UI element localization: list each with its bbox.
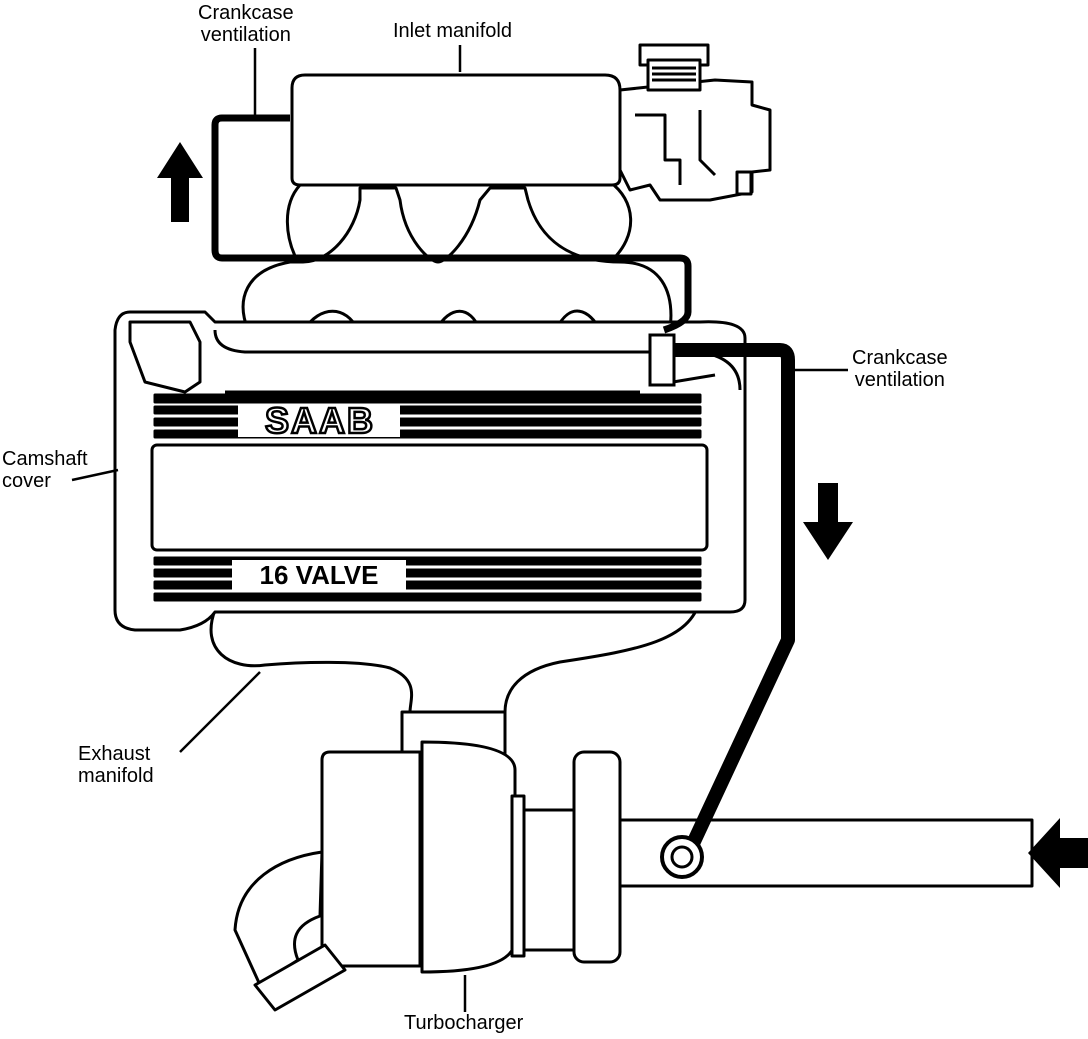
label-exhaust-manifold: Exhaust manifold	[78, 743, 154, 787]
label-turbocharger: Turbocharger	[404, 1012, 524, 1034]
label-crankcase-ventilation-right: Crankcase ventilation	[852, 347, 948, 391]
leader-lines	[71, 45, 848, 1012]
label-camshaft-cover: Camshaft cover	[2, 448, 88, 492]
turbo-outlet-elbow	[233, 850, 324, 987]
throttle-housing	[618, 43, 772, 202]
crankcase-hose-lower	[665, 343, 795, 853]
exhaust-manifold	[209, 598, 702, 714]
flow-arrow-left-icon	[1028, 818, 1088, 888]
cover-model-text: 16 VALVE	[260, 560, 379, 590]
turbocharger-body	[320, 710, 622, 974]
pcv-valve	[648, 333, 676, 387]
camshaft-cover	[113, 310, 747, 632]
ventilation-hoses	[211, 114, 795, 853]
inlet-manifold-plenum	[290, 73, 622, 187]
cover-brand-text: SAAB	[265, 400, 375, 441]
flow-arrow-up-icon	[157, 142, 203, 222]
crankcase-hose-upper	[211, 114, 692, 334]
label-inlet-manifold: Inlet manifold	[393, 20, 512, 42]
label-crankcase-ventilation-top: Crankcase ventilation	[198, 2, 294, 46]
flow-arrow-down-icon	[803, 483, 853, 560]
